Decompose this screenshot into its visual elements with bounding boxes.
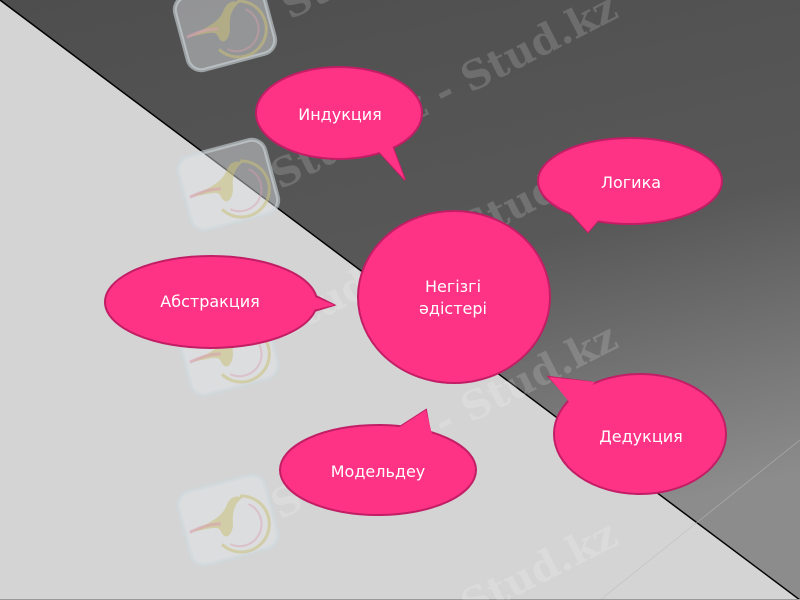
bubble-abstraction (104, 255, 337, 349)
bubble-induction (255, 66, 423, 181)
faint-line (599, 439, 800, 600)
bubble-modeling (279, 408, 477, 516)
bubble-deduction (546, 373, 727, 495)
bubble-logic (537, 137, 723, 234)
center-node (357, 210, 551, 384)
